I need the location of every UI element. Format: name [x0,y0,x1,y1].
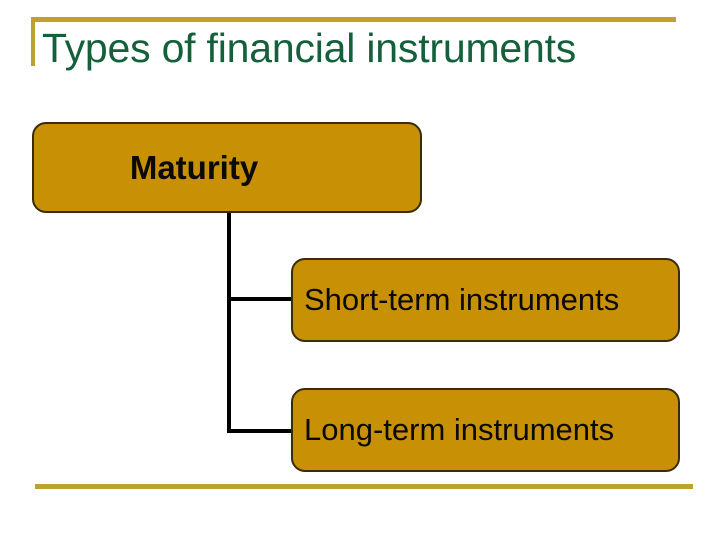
connector-branch-long-term [227,429,295,433]
connector-branch-short-term [227,297,295,301]
page-title: Types of financial instruments [42,25,577,71]
node-maturity[interactable]: Maturity [32,122,422,213]
node-short-term-instruments-label: Short-term instruments [304,282,620,317]
title-top-rule [31,17,676,22]
node-maturity-label: Maturity [129,148,259,186]
slide-title-area: Types of financial instruments [0,0,720,100]
title-left-accent-rule [31,17,35,66]
node-long-term-instruments-label: Long-term instruments [304,412,615,447]
node-long-term-instruments[interactable]: Long-term instruments [291,388,680,472]
footer-rule [35,484,693,489]
connector-vertical-trunk [227,211,231,433]
node-short-term-instruments[interactable]: Short-term instruments [291,258,680,342]
